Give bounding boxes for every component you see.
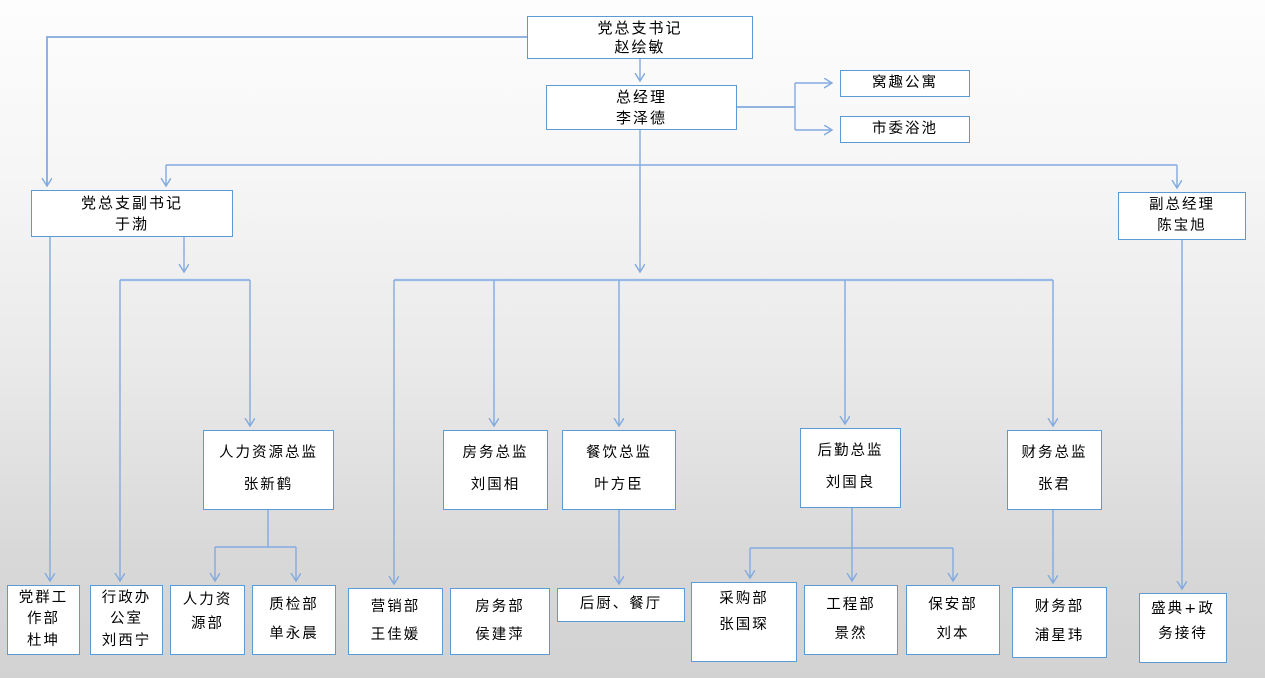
node-housekeeping-dept: 房务部侯建萍 (450, 588, 550, 655)
node-marketing-dept: 营销部王佳媛 (348, 588, 443, 655)
node-apartment: 窝趣公寓 (840, 70, 970, 97)
node-admin-office: 行政办公室刘西宁 (90, 585, 163, 655)
node-engineering-dept: 工程部景然 (804, 585, 898, 655)
node-party-secretary: 党总支书记赵绘敏 (527, 16, 753, 59)
node-kitchen-restaurant: 后厨、餐厅 (557, 588, 685, 622)
node-housekeeping-director: 房务总监刘国相 (443, 430, 548, 510)
node-quality-dept: 质检部单永晨 (252, 585, 336, 655)
node-hr-dept: 人力资源部 (170, 585, 245, 655)
node-finance-dept: 财务部浦星玮 (1012, 587, 1107, 658)
node-deputy-party-secretary: 党总支副书记于渤 (31, 190, 233, 237)
node-deputy-general-manager: 副总经理陈宝旭 (1118, 192, 1246, 240)
node-fb-director: 餐饮总监叶方臣 (562, 430, 676, 510)
node-hr-director: 人力资源总监张新鹤 (203, 430, 334, 510)
node-bathhouse: 市委浴池 (840, 116, 970, 143)
node-finance-director: 财务总监张君 (1007, 430, 1102, 510)
node-party-mass-dept: 党群工作部杜坤 (7, 585, 80, 655)
node-general-manager: 总经理李泽德 (546, 85, 737, 130)
node-ceremony-reception: 盛典+政务接待 (1139, 593, 1227, 663)
node-logistics-director: 后勤总监刘国良 (800, 428, 901, 508)
node-security-dept: 保安部刘本 (906, 585, 1000, 655)
node-purchasing-dept: 采购部张国琛 (691, 582, 797, 662)
